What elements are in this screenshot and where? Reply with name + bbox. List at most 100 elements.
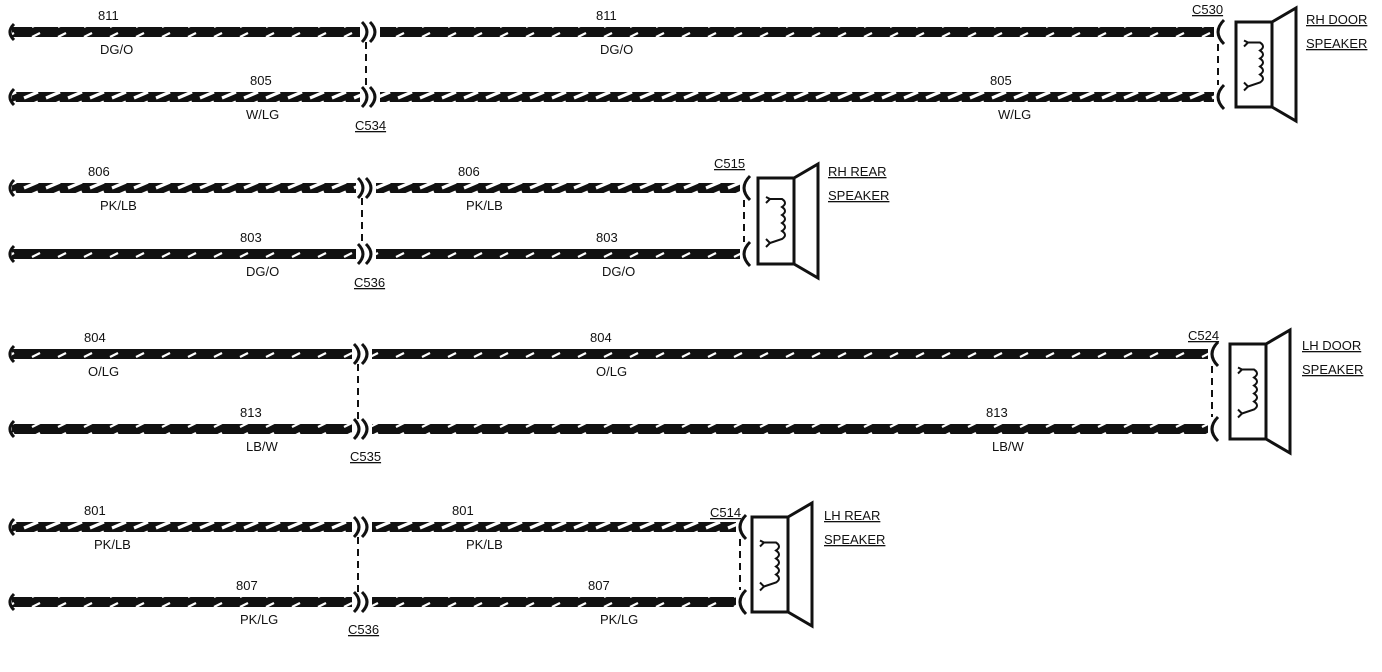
wire-break-end [8, 87, 16, 107]
speaker-cone [1265, 327, 1292, 456]
wire-color: LB/W [992, 439, 1025, 454]
speaker-name: RH REAR [828, 164, 887, 179]
end-connector-hook [1210, 340, 1220, 368]
wire-number: 811 [596, 8, 617, 23]
wire-right-807 [372, 597, 736, 607]
wire-number: 803 [240, 230, 262, 245]
connector-male [352, 342, 361, 366]
speaker-coil [1241, 368, 1258, 415]
connector-female [360, 515, 369, 539]
wire-color: PK/LB [100, 198, 137, 213]
wire-right-805 [380, 92, 1214, 102]
connector-female [360, 342, 369, 366]
end-connector-hook [738, 588, 748, 616]
wire-left-805 [12, 92, 360, 102]
speaker-name: SPEAKER [1302, 362, 1363, 377]
wire-left-811 [12, 27, 360, 37]
wire-right-803 [376, 249, 740, 259]
wire-group-4 [8, 500, 814, 629]
speaker-magnet [756, 176, 796, 266]
wire-number: 807 [588, 578, 610, 593]
speaker-name: SPEAKER [828, 188, 889, 203]
mid-connector-label: C536 [348, 622, 379, 637]
wire-color: PK/LB [466, 198, 503, 213]
speaker-icon [750, 500, 814, 629]
end-connector-label: C524 [1188, 328, 1219, 343]
arrow-icon [759, 581, 766, 592]
end-connector-hook [1216, 83, 1226, 111]
end-connector-hook [1216, 18, 1226, 46]
wire-number: 806 [458, 164, 480, 179]
wire-number: 801 [84, 503, 106, 518]
speaker-cone [793, 161, 820, 281]
speaker-name: SPEAKER [824, 532, 885, 547]
wire-number: 804 [84, 330, 106, 345]
wire-color: PK/LG [240, 612, 278, 627]
wire-left-813 [12, 424, 352, 434]
wire-right-813 [372, 424, 1208, 434]
wire-break-end [8, 419, 16, 439]
wire-number: 806 [88, 164, 110, 179]
wire-left-801 [12, 522, 352, 532]
wire-number: 807 [236, 578, 258, 593]
wire-right-811 [380, 27, 1214, 37]
arrow-icon [1243, 81, 1250, 92]
speaker-name: LH REAR [824, 508, 880, 523]
wire-break-end [8, 344, 16, 364]
wire-right-804 [372, 349, 1208, 359]
wire-right-806 [376, 183, 740, 193]
wire-color: O/LG [88, 364, 119, 379]
wire-color: PK/LG [600, 612, 638, 627]
wire-left-806 [12, 183, 356, 193]
wire-color: W/LG [246, 107, 279, 122]
connector-female [364, 176, 373, 200]
wire-group-2 [8, 161, 820, 281]
wire-number: 813 [986, 405, 1008, 420]
speaker-coil [1247, 41, 1264, 88]
wire-color: PK/LB [94, 537, 131, 552]
connector-female [368, 20, 377, 44]
speaker-coil [769, 198, 786, 244]
end-connector-label: C515 [714, 156, 745, 171]
wire-left-804 [12, 349, 352, 359]
speaker-name: SPEAKER [1306, 36, 1367, 51]
speaker-icon [1228, 327, 1292, 456]
connector-female [360, 417, 369, 441]
wire-color: DG/O [100, 42, 133, 57]
mid-connector-label: C536 [354, 275, 385, 290]
wire-color: DG/O [246, 264, 279, 279]
end-connector-hook [742, 240, 752, 268]
wire-color: DG/O [600, 42, 633, 57]
wire-number: 805 [990, 73, 1012, 88]
connector-male [360, 85, 369, 109]
speaker-cone [787, 500, 814, 629]
end-connector-hook [738, 513, 748, 541]
connector-female [368, 85, 377, 109]
speaker-name: RH DOOR [1306, 12, 1367, 27]
connector-male [356, 242, 365, 266]
wire-color: W/LG [998, 107, 1031, 122]
connector-male [352, 417, 361, 441]
speaker-magnet [1234, 20, 1274, 109]
arrow-icon [1237, 366, 1244, 375]
wire-break-end [8, 592, 16, 612]
end-connector-label: C530 [1192, 2, 1223, 17]
speaker-coil [763, 541, 780, 588]
wire-break-end [8, 22, 16, 42]
arrow-icon [759, 539, 766, 548]
end-connector-label: C514 [710, 505, 741, 520]
wire-left-803 [12, 249, 356, 259]
speaker-icon [756, 161, 820, 281]
wire-number: 803 [596, 230, 618, 245]
connector-male [352, 590, 361, 614]
speaker-magnet [750, 515, 790, 614]
wire-number: 801 [452, 503, 474, 518]
wire-color: DG/O [602, 264, 635, 279]
mid-connector-label: C534 [355, 118, 386, 133]
wire-group-3 [8, 327, 1292, 456]
arrow-icon [1237, 408, 1244, 419]
end-connector-hook [1210, 415, 1220, 443]
arrow-icon [765, 238, 772, 248]
wire-break-end [8, 244, 16, 264]
